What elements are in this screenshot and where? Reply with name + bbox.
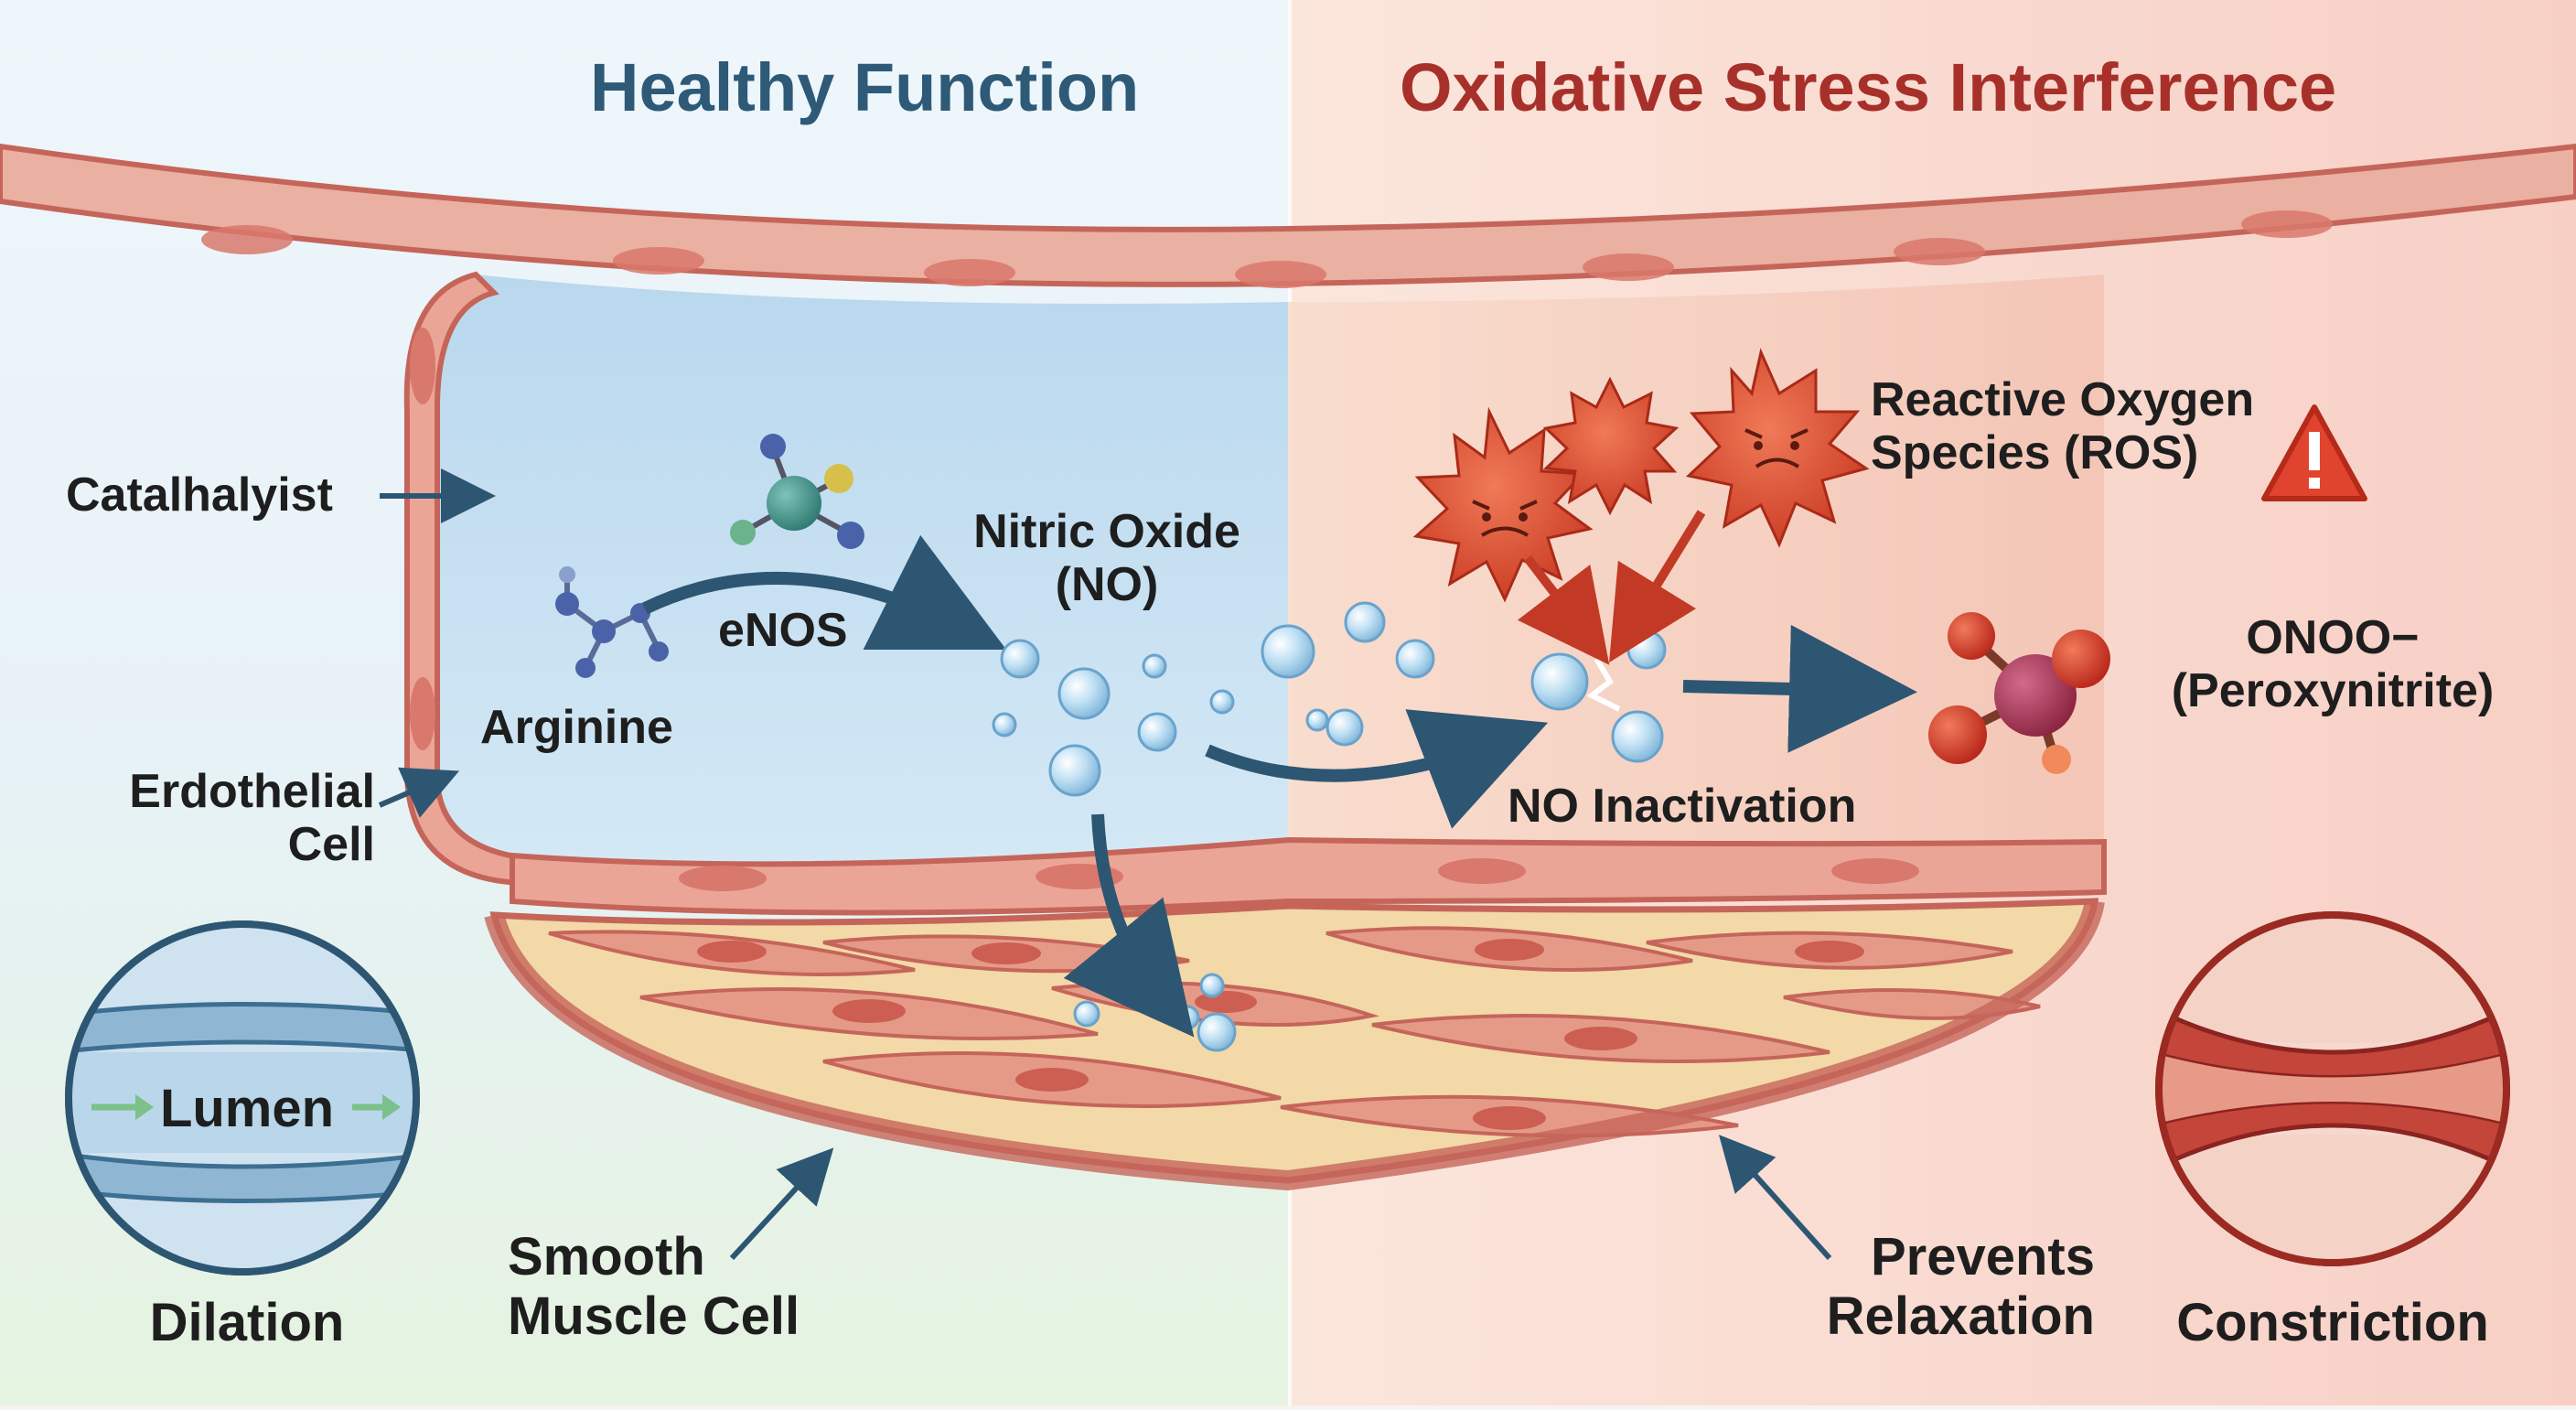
prevents-relaxation-label-line1: Prevents — [1738, 1228, 2095, 1287]
ros-label-line2: Species (ROS) — [1871, 426, 2254, 479]
lumen-label: Lumen — [137, 1080, 357, 1139]
smooth-muscle-label: Smooth Muscle Cell — [508, 1228, 800, 1347]
nucleus — [410, 677, 435, 750]
endothelial-label-line1: Erdothelial — [55, 765, 375, 818]
atom — [760, 434, 786, 459]
peroxynitrite-label-line1: ONOO− — [2131, 611, 2534, 664]
ros-label: Reactive Oxygen Species (ROS) — [1871, 373, 2254, 479]
nitric-oxide-label: Nitric Oxide (NO) — [924, 505, 1290, 611]
peroxynitrite-label: ONOO− (Peroxynitrite) — [2131, 611, 2534, 717]
atom — [767, 476, 821, 531]
dilation-label: Dilation — [110, 1294, 384, 1353]
smooth-muscle-label-line2: Muscle Cell — [508, 1287, 800, 1347]
smooth-muscle-label-line1: Smooth — [508, 1228, 800, 1287]
ros-label-line1: Reactive Oxygen — [1871, 373, 2254, 426]
nitric-oxide-label-line2: (NO) — [924, 558, 1290, 611]
atom — [730, 520, 756, 545]
inactivation-to-peroxynitrite-arrow — [1683, 686, 1866, 691]
arginine-label: Arginine — [480, 701, 673, 754]
prevents-relaxation-label-line2: Relaxation — [1738, 1287, 2095, 1347]
catalyst-label: Catalhalyist — [66, 468, 333, 522]
atom — [837, 522, 864, 549]
healthy-title: Healthy Function — [590, 50, 1139, 126]
endothelial-label-line2: Cell — [55, 818, 375, 871]
enos-label: eNOS — [718, 604, 848, 657]
constriction-label: Constriction — [2131, 1294, 2534, 1353]
endothelial-label: Erdothelial Cell — [55, 765, 375, 871]
nitric-oxide-label-line1: Nitric Oxide — [924, 505, 1290, 558]
no-inactivation-label: NO Inactivation — [1508, 780, 1856, 833]
nucleus — [410, 328, 435, 404]
stress-title: Oxidative Stress Interference — [1400, 50, 2336, 126]
peroxynitrite-label-line2: (Peroxynitrite) — [2131, 664, 2534, 717]
prevents-relaxation-label: Prevents Relaxation — [1738, 1228, 2095, 1347]
atom — [824, 464, 853, 493]
